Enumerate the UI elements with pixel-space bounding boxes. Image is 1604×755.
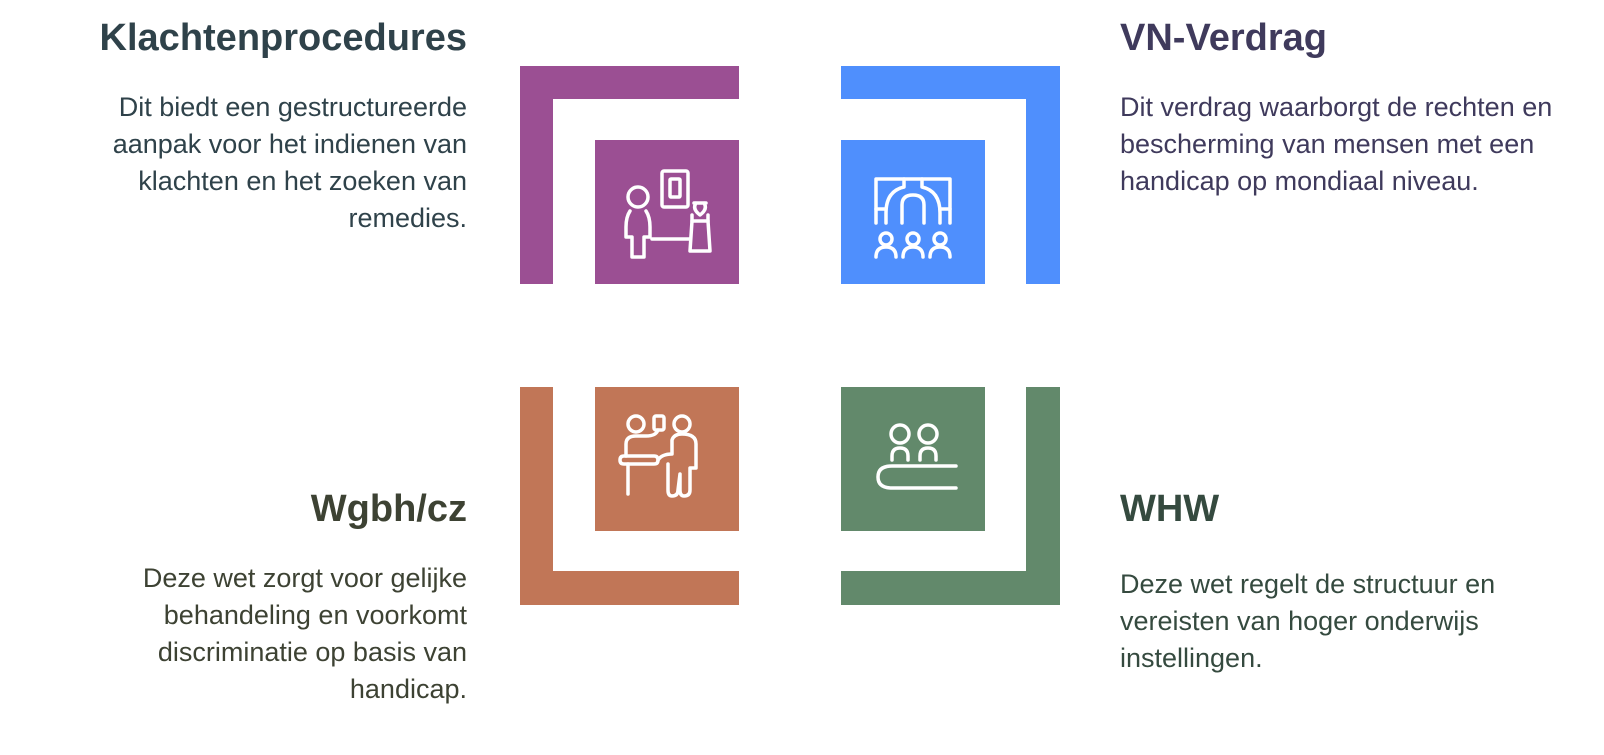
wgbh-cz-graphic	[520, 387, 739, 605]
klachtenprocedures-graphic	[520, 66, 739, 284]
corner-bracket-left	[520, 66, 553, 284]
complaint-desk-icon	[624, 169, 712, 259]
students-desk-icon	[876, 423, 958, 490]
wgbh-cz-title: Wgbh/cz	[310, 488, 467, 530]
corner-bracket-bottom	[841, 571, 1060, 605]
corner-bracket-bottom	[520, 571, 739, 605]
service-counter-icon	[618, 414, 698, 498]
icon-tile	[841, 387, 985, 531]
wgbh-cz-description: Deze wet zorgt voor gelijke behandeling …	[142, 563, 467, 704]
corner-bracket-right	[1026, 387, 1060, 605]
whw-description: Deze wet regelt de structuur en vereiste…	[1120, 569, 1496, 673]
corner-bracket-top	[841, 66, 1060, 99]
corner-bracket-left	[520, 387, 553, 605]
vn-verdrag-description: Dit verdrag waarborgt de rechten en besc…	[1120, 92, 1553, 196]
whw-graphic	[841, 387, 1060, 605]
whw-title: WHW	[1120, 488, 1220, 530]
corner-bracket-right	[1026, 66, 1060, 284]
assembly-hall-icon	[874, 177, 952, 259]
icon-tile	[595, 140, 739, 284]
klachtenprocedures-title: Klachtenprocedures	[99, 17, 467, 59]
corner-bracket-top	[520, 66, 739, 99]
klachtenprocedures-description: Dit biedt een gestructureerde aanpak voo…	[112, 92, 467, 233]
vn-verdrag-title: VN-Verdrag	[1120, 17, 1327, 59]
vn-verdrag-graphic	[841, 66, 1060, 284]
icon-tile	[841, 140, 985, 284]
icon-tile	[595, 387, 739, 531]
